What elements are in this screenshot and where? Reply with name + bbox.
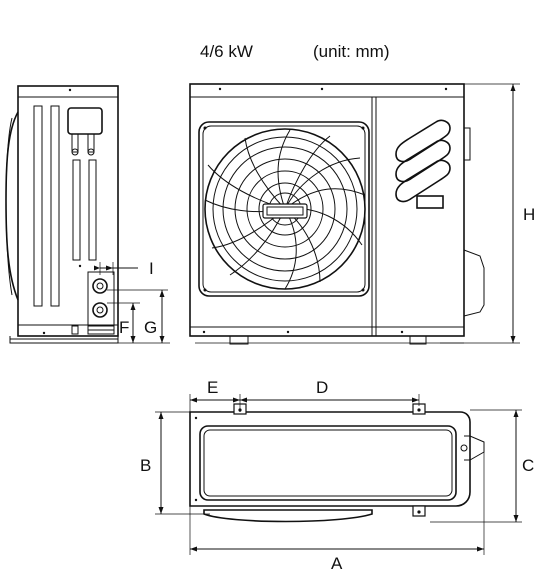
- dim-F-G: F G: [107, 289, 170, 344]
- dim-label-E: E: [207, 378, 218, 397]
- dim-A: A: [189, 452, 485, 573]
- dim-label-H: H: [523, 205, 535, 224]
- dim-label-D: D: [316, 378, 328, 397]
- side-view: [5, 85, 119, 344]
- dim-label-A: A: [331, 554, 343, 573]
- dim-label-G: G: [144, 318, 157, 337]
- dim-label-B: B: [140, 456, 151, 475]
- dim-E-D: E D: [189, 378, 420, 412]
- dim-B: B: [140, 411, 210, 515]
- dim-I: I: [94, 259, 154, 278]
- capacity-label: 4/6 kW: [200, 42, 253, 61]
- dim-H: H: [440, 83, 535, 344]
- dim-label-F: F: [119, 318, 129, 337]
- dim-C: C: [430, 409, 534, 523]
- dim-label-I: I: [149, 259, 154, 278]
- unit-note: (unit: mm): [313, 42, 390, 61]
- front-view: [189, 83, 485, 345]
- top-view: [189, 403, 485, 523]
- dim-label-C: C: [522, 456, 534, 475]
